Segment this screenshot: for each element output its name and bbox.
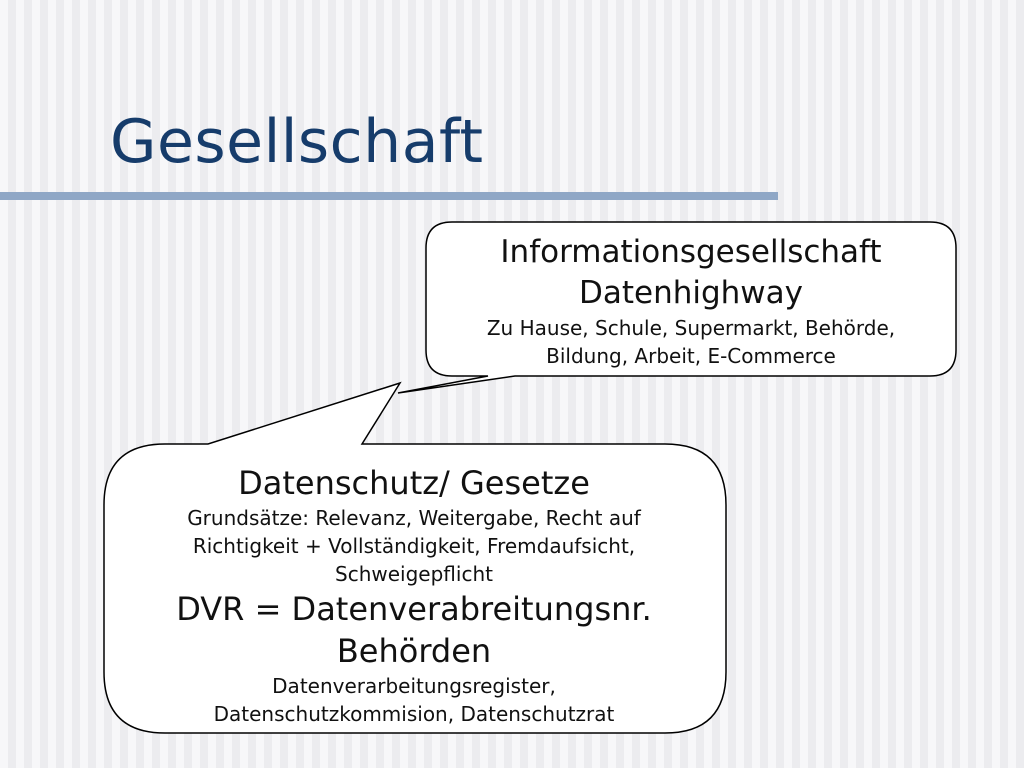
callout-top-heading-1: Informationsgesellschaft bbox=[500, 234, 882, 270]
callout-bottom-heading-3: Behörden bbox=[336, 632, 492, 670]
title-underline bbox=[0, 192, 778, 200]
callout-bottom-shape bbox=[103, 381, 727, 734]
callout-bottom: Datenschutz/ Gesetze Grundsätze: Relevan… bbox=[104, 462, 724, 728]
callout-top: Informationsgesellschaft Datenhighway Zu… bbox=[428, 232, 954, 370]
callout-bottom-detail-5: Datenschutzkommision, Datenschutzrat bbox=[213, 702, 615, 726]
callout-bottom-detail-1: Grundsätze: Relevanz, Weitergabe, Recht … bbox=[187, 506, 641, 530]
callout-top-shape bbox=[397, 221, 957, 394]
callout-top-detail-1: Zu Hause, Schule, Supermarkt, Behörde, bbox=[486, 316, 896, 340]
callout-top-heading-2: Datenhighway bbox=[578, 275, 804, 311]
callout-bottom-detail-3: Schweigepflicht bbox=[335, 562, 493, 586]
callout-top-detail-2: Bildung, Arbeit, E-Commerce bbox=[546, 344, 836, 368]
callout-bottom-heading-1: Datenschutz/ Gesetze bbox=[238, 464, 590, 502]
callout-bottom-heading-2: DVR = Datenverabreitungsnr. bbox=[176, 590, 652, 628]
callout-bottom-detail-4: Datenverarbeitungsregister, bbox=[272, 674, 556, 698]
slide-title: Gesellschaft bbox=[110, 107, 484, 177]
callout-bottom-detail-2: Richtigkeit + Vollständigkeit, Fremdaufs… bbox=[192, 534, 636, 558]
